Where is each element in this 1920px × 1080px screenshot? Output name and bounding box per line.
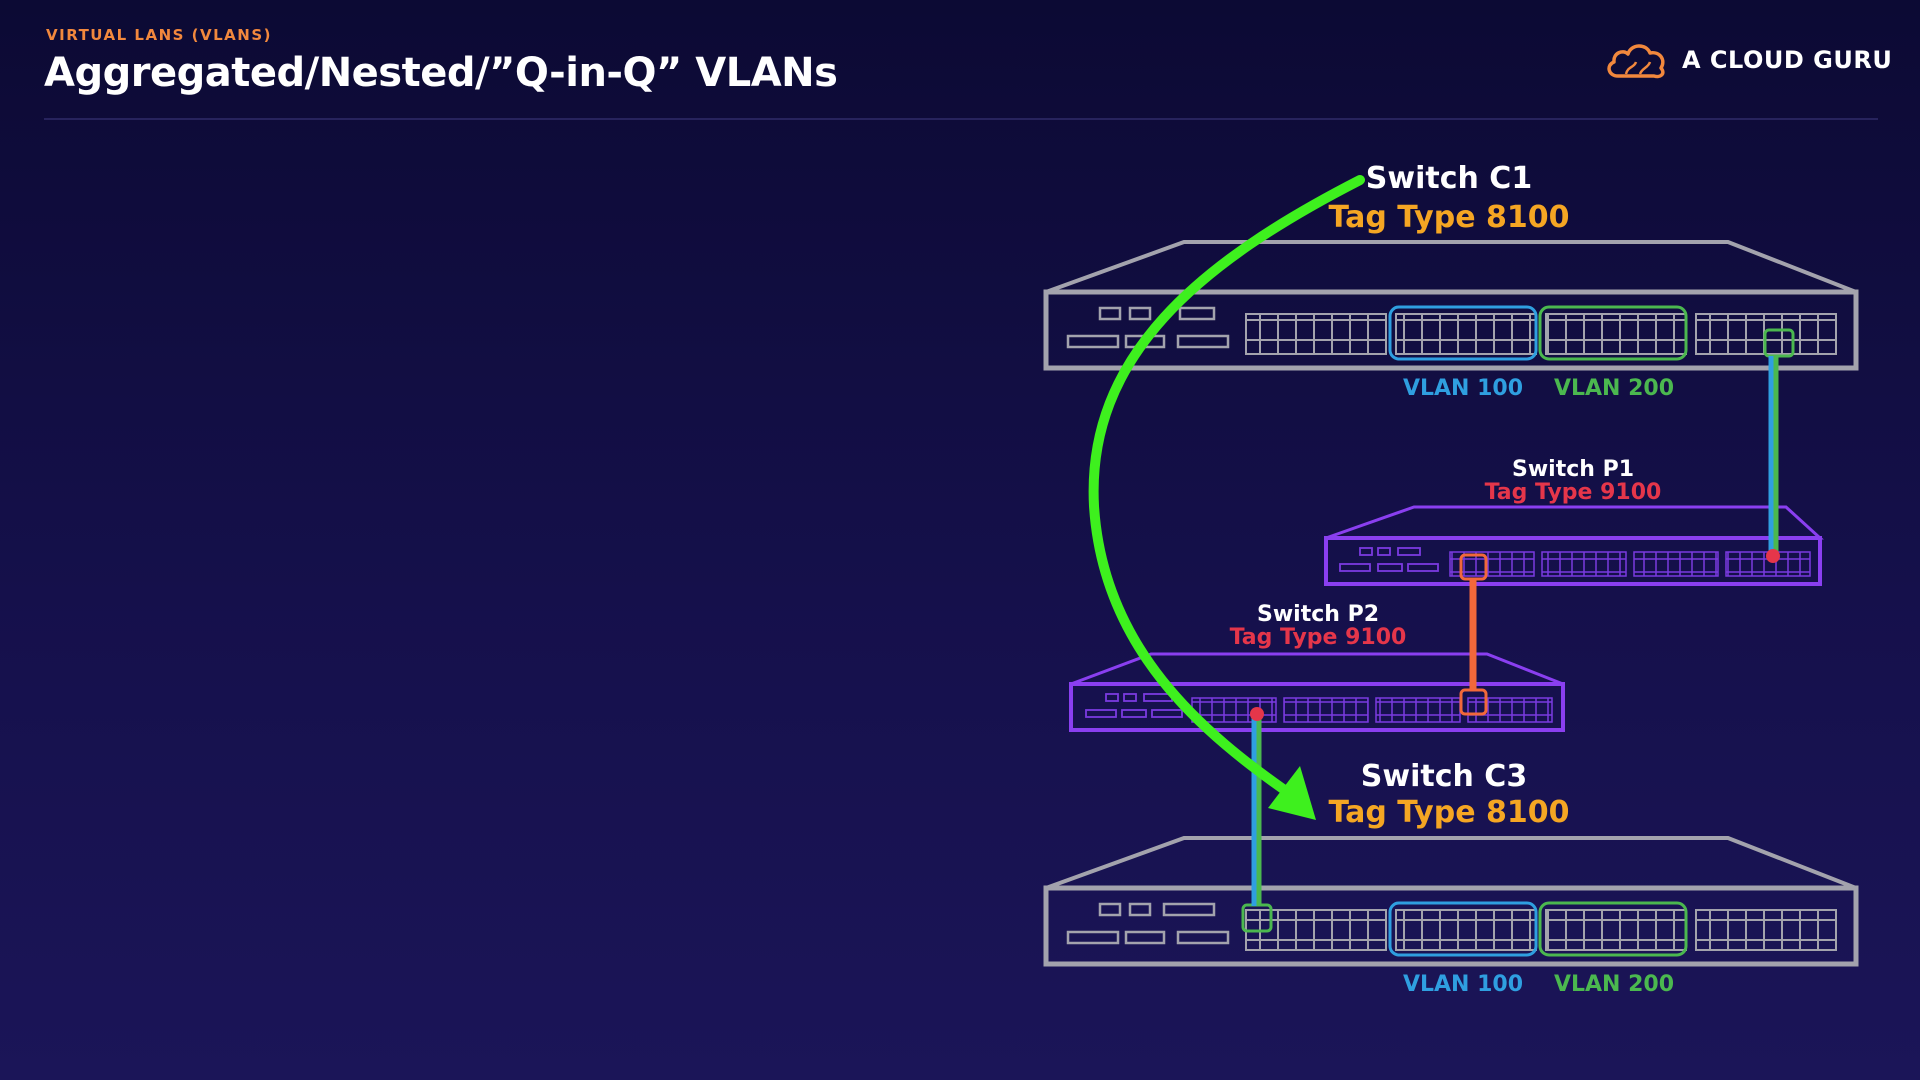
switch-p1-tag-type: Tag Type 9100	[1485, 480, 1662, 505]
arrow-head-icon	[1268, 766, 1316, 820]
switch-p2-provider-port	[1459, 688, 1488, 716]
traffic-flow-arrow	[1088, 175, 1365, 820]
switch-c1	[1043, 240, 1859, 371]
switch-p2	[1069, 652, 1565, 732]
switch-c3-vlan200-group	[1538, 901, 1688, 957]
switch-p1-provider-port	[1459, 553, 1488, 581]
switch-c1-name: Switch C1	[1366, 161, 1532, 196]
switch-c1-vlan200-label: VLAN 200	[1554, 376, 1674, 401]
switch-c1-port-block-1	[1245, 313, 1387, 355]
switch-c3-port-block-2	[1395, 909, 1537, 951]
switch-p1-name: Switch P1	[1512, 457, 1634, 482]
switch-p1-port-block-2	[1541, 551, 1627, 577]
switch-p1-mgmt-ports	[1339, 547, 1439, 572]
switch-c3-tag-type: Tag Type 8100	[1329, 795, 1570, 830]
switch-p2-mgmt-ports	[1085, 693, 1183, 718]
tag-point-p1	[1766, 549, 1780, 563]
switch-c3-vlan200-label: VLAN 200	[1554, 972, 1674, 997]
brand-logo: A CLOUD GURU	[1604, 38, 1892, 82]
link-p2-c3	[1250, 707, 1264, 906]
header-divider	[44, 118, 1878, 120]
switch-p1-top	[1325, 505, 1824, 540]
switch-p1-port-block-3	[1633, 551, 1719, 577]
switch-c3-vlan100-group	[1388, 901, 1538, 957]
switch-c3-name: Switch C3	[1361, 759, 1527, 794]
switch-c3	[1043, 836, 1859, 967]
switch-p2-port-block-3	[1375, 697, 1461, 723]
switch-p2-port-block-1	[1191, 697, 1277, 723]
brand-name: A CLOUD GURU	[1682, 46, 1893, 74]
link-c1-p1	[1766, 356, 1780, 563]
switch-c3-port-block-3	[1545, 909, 1687, 951]
tag-point-p2	[1250, 707, 1264, 721]
switch-p1	[1324, 505, 1824, 586]
switch-p2-body	[1069, 682, 1565, 732]
switch-c1-port-block-3	[1545, 313, 1687, 355]
switch-p2-port-block-4	[1467, 697, 1553, 723]
switch-p2-port-block-2	[1283, 697, 1369, 723]
page-title: Aggregated/Nested/”Q-in-Q” VLANs	[44, 50, 838, 96]
switch-p1-body	[1324, 536, 1822, 586]
link-p1-p2	[1459, 553, 1488, 716]
switch-c3-vlan100-label: VLAN 100	[1403, 972, 1523, 997]
cloud-logo-icon	[1607, 44, 1665, 79]
switch-c1-tag-type: Tag Type 8100	[1329, 200, 1570, 235]
switch-c1-port-block-2	[1395, 313, 1537, 355]
switch-p2-name: Switch P2	[1257, 602, 1379, 627]
switch-c1-top	[1045, 240, 1857, 294]
switch-c1-vlan100-group	[1388, 305, 1538, 361]
switch-c3-body	[1043, 885, 1859, 967]
section-eyebrow: VIRTUAL LANS (VLANS)	[46, 26, 272, 44]
switch-p2-tag-type: Tag Type 9100	[1230, 625, 1407, 650]
switch-c3-top	[1045, 836, 1857, 890]
switch-c1-trunk-port	[1763, 328, 1795, 358]
switch-c1-mgmt-ports	[1066, 306, 1230, 349]
switch-c1-body	[1043, 289, 1859, 371]
switch-c1-vlan100-label: VLAN 100	[1403, 376, 1523, 401]
switch-c3-mgmt-ports	[1066, 902, 1230, 945]
switch-c1-vlan200-group	[1538, 305, 1688, 361]
switch-c3-port-block-4	[1695, 909, 1837, 951]
